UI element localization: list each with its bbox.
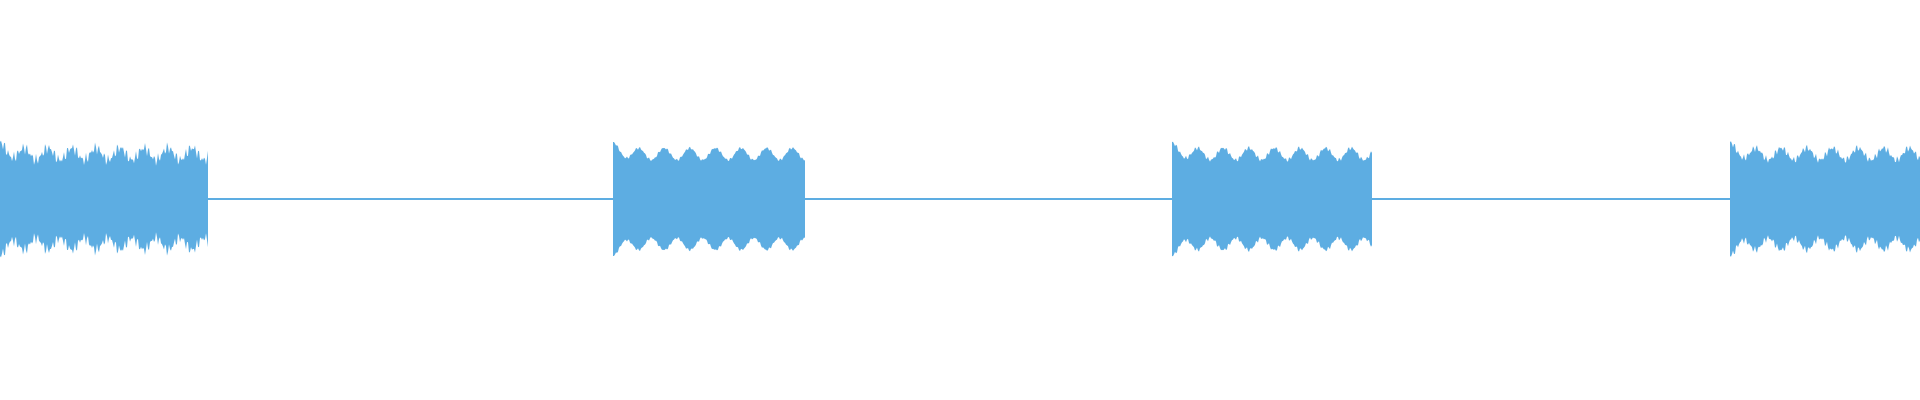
waveform-burst xyxy=(1172,141,1372,257)
waveform-burst xyxy=(1730,141,1920,257)
waveform-burst xyxy=(613,142,805,256)
waveform-bursts xyxy=(0,140,1920,258)
waveform-burst xyxy=(0,140,208,258)
